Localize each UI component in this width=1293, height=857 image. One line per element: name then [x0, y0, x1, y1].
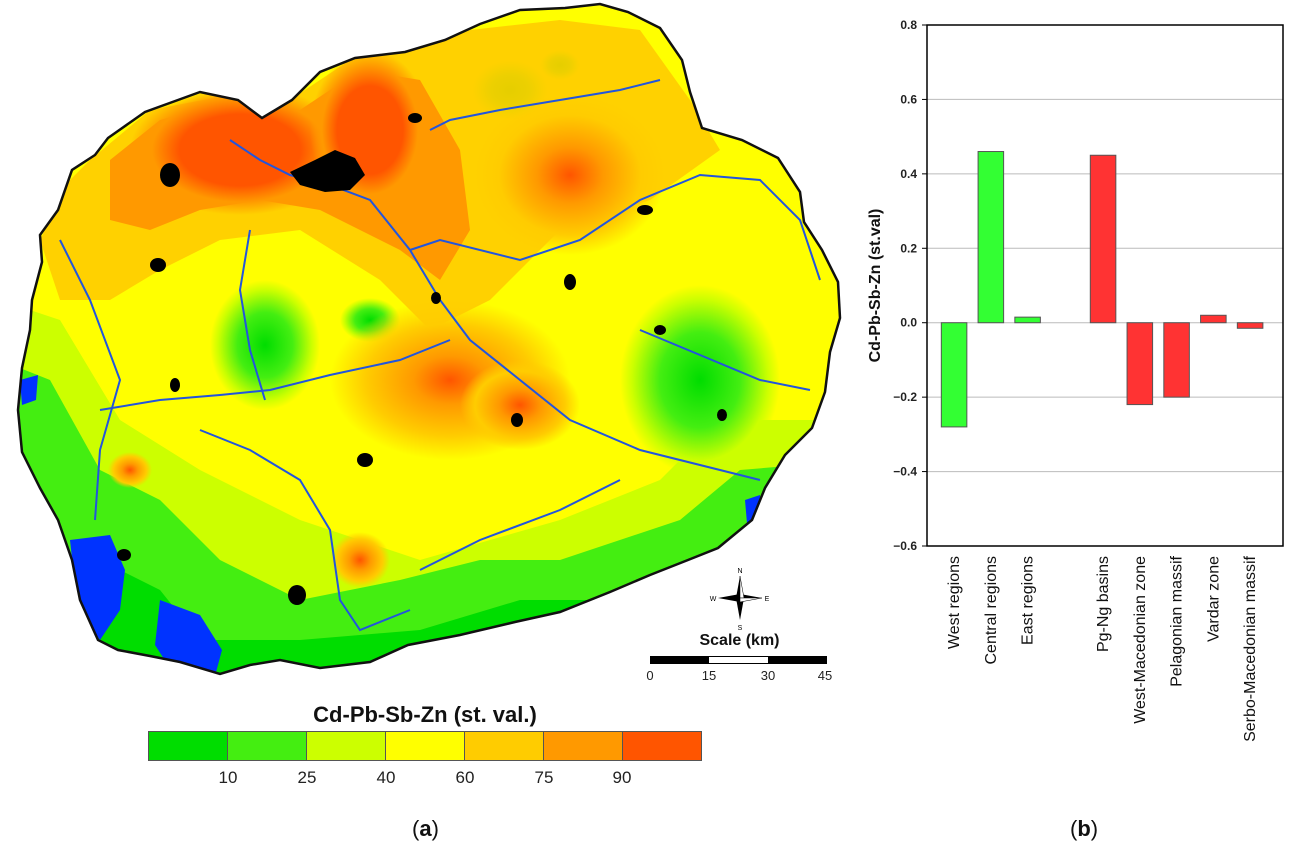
- geochemical-map: N S E W: [16, 2, 842, 676]
- urban-areas: [117, 113, 727, 605]
- legend-swatch: [544, 732, 623, 760]
- bar: [1200, 314, 1227, 324]
- legend-tick: 25: [297, 768, 317, 787]
- x-tick-label: Central regions: [983, 556, 1000, 665]
- scale-tick: 45: [817, 668, 833, 683]
- map-panel: N S E W Scale (km) 0 15 30 45 Cd-Pb-Sb-Z…: [16, 2, 842, 841]
- y-tick-label: 0.6: [900, 92, 917, 106]
- compass-s: S: [738, 625, 743, 632]
- y-tick-label: −0.2: [893, 390, 917, 404]
- panel-label-a: (a): [412, 816, 439, 841]
- legend-swatch: [149, 732, 228, 760]
- bar: [940, 322, 968, 428]
- nw-high-anomaly: [130, 85, 350, 215]
- compass-n: N: [737, 568, 742, 575]
- compass-e: E: [765, 596, 770, 603]
- legend-swatch: [386, 732, 465, 760]
- scale-bar: [650, 656, 827, 664]
- compass-w: W: [710, 596, 717, 603]
- east-low-anomaly: [620, 285, 780, 475]
- legend-tick: 10: [218, 768, 238, 787]
- bar: [1236, 322, 1264, 329]
- scale-tick: 0: [646, 668, 654, 683]
- y-tick-label: 0.8: [900, 18, 917, 32]
- legend-swatch: [623, 732, 701, 760]
- legend-tick: 75: [534, 768, 554, 787]
- y-tick-label: 0.2: [900, 241, 917, 255]
- bar: [1089, 154, 1117, 324]
- map-surface: [18, 4, 840, 674]
- y-axis-label: Cd-Pb-Sb-Zn (st.val): [867, 209, 884, 363]
- y-tick-label: −0.6: [893, 539, 917, 553]
- legend-swatch: [465, 732, 544, 760]
- prespa-lake: [155, 600, 222, 674]
- y-tick-label: −0.4: [893, 465, 917, 479]
- legend-tick: 90: [612, 768, 632, 787]
- x-tick-label: Pg-Ng basins: [1095, 556, 1112, 652]
- legend-swatch: [307, 732, 386, 760]
- panel-label-b: (b): [1070, 816, 1099, 841]
- bar: [1126, 322, 1154, 406]
- x-tick-label: Pelagonian massif: [1169, 555, 1186, 686]
- bar: [1163, 322, 1190, 398]
- y-tick-label: 0.0: [900, 316, 917, 330]
- scale-tick: 30: [760, 668, 776, 683]
- legend-title: Cd-Pb-Sb-Zn (st. val.): [313, 702, 537, 727]
- x-tick-label: West regions: [946, 556, 963, 649]
- bar: [977, 151, 1005, 324]
- legend-tick: 40: [376, 768, 396, 787]
- legend-tick: 60: [455, 768, 475, 787]
- bar: [1014, 316, 1041, 324]
- x-tick-label: Vardar zone: [1205, 556, 1222, 642]
- legend-swatch: [228, 732, 307, 760]
- x-tick-label: Serbo-Macedonian massif: [1242, 555, 1259, 741]
- scale-title: Scale (km): [699, 632, 780, 649]
- color-legend: [148, 731, 702, 761]
- west-low-anomaly: [210, 280, 320, 410]
- x-tick-label: East regions: [1020, 556, 1037, 645]
- x-tick-label: West-Macedonian zone: [1132, 556, 1149, 724]
- scale-tick: 15: [701, 668, 717, 683]
- compass-icon: N S E W: [710, 568, 770, 632]
- y-tick-label: 0.4: [900, 167, 917, 181]
- plot-frame: [926, 24, 1284, 547]
